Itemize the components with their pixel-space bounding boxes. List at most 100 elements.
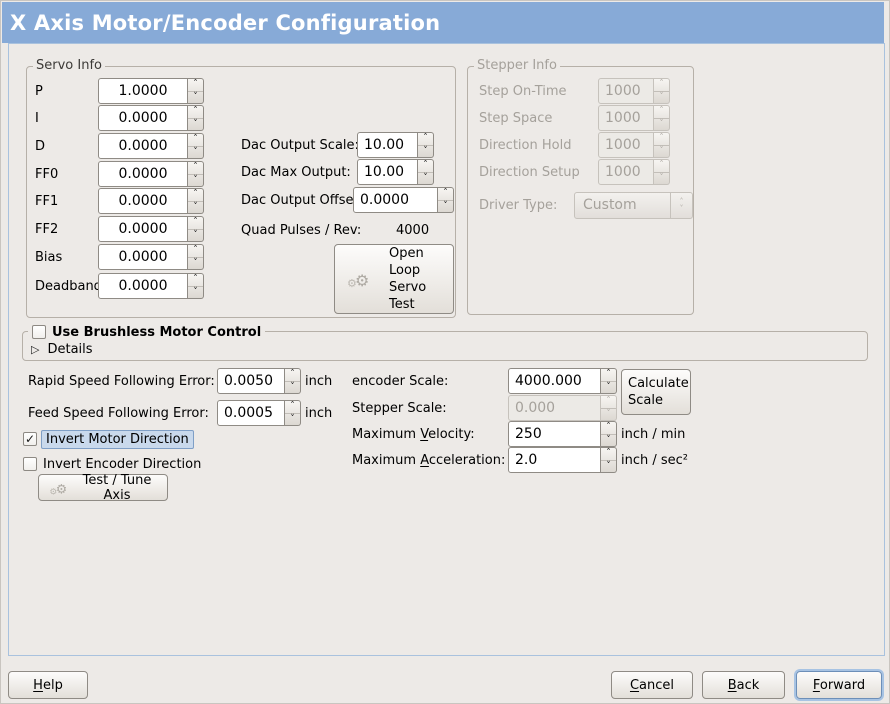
spin-down-icon[interactable]: ˅ [418, 171, 433, 185]
details-expander[interactable]: ▷ Details [31, 336, 93, 362]
spin-up-icon[interactable]: ˄ [423, 133, 428, 144]
forward-button[interactable]: Forward [796, 671, 882, 699]
spin-up-icon[interactable]: ˄ [193, 245, 198, 256]
spin-up-icon[interactable]: ˄ [606, 448, 611, 459]
spin-down-icon[interactable]: ˅ [418, 144, 433, 158]
invert-encoder-label: Invert Encoder Direction [43, 456, 202, 472]
bias-label: Bias [35, 249, 63, 265]
step-on-time-label: Step On-Time [479, 83, 567, 99]
p-spinner[interactable]: ˄˅ [188, 78, 204, 104]
dac-max-output-spinner[interactable]: ˄˅ [418, 159, 434, 185]
spin-down-icon[interactable]: ˅ [188, 90, 203, 104]
gears-icon: ⚙⚙ [49, 481, 68, 497]
i-spinner[interactable]: ˄˅ [188, 105, 204, 131]
step-space-input [598, 105, 654, 131]
feed-ferror-spinner[interactable]: ˄˅ [285, 400, 301, 426]
spin-down-icon[interactable]: ˅ [438, 199, 453, 213]
ff2-input[interactable] [98, 216, 188, 242]
spin-down-icon[interactable]: ˅ [188, 256, 203, 270]
max-velocity-label: Maximum Velocity: [352, 426, 475, 442]
max-velocity-spinner[interactable]: ˄˅ [601, 421, 617, 447]
spin-down-icon[interactable]: ˅ [601, 459, 616, 473]
use-brushless-checkbox[interactable] [32, 325, 46, 339]
spin-up-icon[interactable]: ˄ [290, 369, 295, 380]
max-velocity-row: Maximum Velocity: ˄˅ inch / min [352, 421, 685, 447]
ff0-input[interactable] [98, 161, 188, 187]
ff2-spinner[interactable]: ˄˅ [188, 216, 204, 242]
spin-up-icon[interactable]: ˄ [606, 422, 611, 433]
help-button[interactable]: Help [8, 671, 88, 699]
spin-up-icon[interactable]: ˄ [193, 134, 198, 145]
spin-up-icon[interactable]: ˄ [193, 274, 198, 285]
invert-motor-label: Invert Motor Direction [41, 429, 194, 449]
deadband-input[interactable] [98, 273, 188, 299]
dac-max-output-label: Dac Max Output: [241, 164, 351, 180]
dac-output-offset-spinner[interactable]: ˄˅ [438, 187, 454, 213]
dac-output-scale-spinner[interactable]: ˄˅ [418, 132, 434, 158]
ff1-input[interactable] [98, 188, 188, 214]
open-loop-servo-test-button[interactable]: ⚙⚙ Open Loop Servo Test [334, 244, 454, 314]
spin-up-icon[interactable]: ˄ [290, 401, 295, 412]
help-label: Help [33, 677, 63, 693]
spin-down-icon[interactable]: ˅ [188, 173, 203, 187]
dac-max-output-input[interactable] [357, 159, 418, 185]
servo-row-i: I ˄˅ [35, 105, 204, 131]
feed-ferror-input[interactable] [217, 400, 285, 426]
spin-up-icon[interactable]: ˄ [193, 106, 198, 117]
d-spinner[interactable]: ˄˅ [188, 133, 204, 159]
spin-down-icon[interactable]: ˅ [188, 200, 203, 214]
servo-row-ff0: FF0 ˄˅ [35, 161, 204, 187]
bias-spinner[interactable]: ˄˅ [188, 244, 204, 270]
spin-up-icon[interactable]: ˄ [193, 79, 198, 90]
invert-encoder-checkbox[interactable] [23, 457, 37, 471]
ff0-spinner[interactable]: ˄˅ [188, 161, 204, 187]
spin-down-icon[interactable]: ˅ [601, 380, 616, 394]
rapid-ferror-spinner[interactable]: ˄˅ [285, 368, 301, 394]
ff1-spinner[interactable]: ˄˅ [188, 188, 204, 214]
spin-up-icon[interactable]: ˄ [193, 189, 198, 200]
servo-row-d: D ˄˅ [35, 133, 204, 159]
dac-output-offset-input[interactable] [353, 187, 438, 213]
encoder-scale-spinner[interactable]: ˄˅ [601, 368, 617, 394]
spin-down-icon[interactable]: ˅ [188, 285, 203, 299]
spin-down-icon[interactable]: ˅ [601, 433, 616, 447]
p-input[interactable] [98, 78, 188, 104]
spin-up-icon[interactable]: ˄ [423, 160, 428, 171]
i-input[interactable] [98, 105, 188, 131]
d-input[interactable] [98, 133, 188, 159]
spin-up-icon[interactable]: ˄ [606, 369, 611, 380]
spin-up-icon[interactable]: ˄ [443, 188, 448, 199]
max-acceleration-row: Maximum Acceleration: ˄˅ inch / sec² [352, 447, 688, 473]
max-acceleration-input[interactable] [508, 447, 601, 473]
spin-down-icon[interactable]: ˅ [285, 380, 300, 394]
checkmark-icon: ✓ [24, 432, 36, 446]
stepper-scale-input [508, 395, 601, 421]
encoder-scale-input[interactable] [508, 368, 601, 394]
deadband-spinner[interactable]: ˄˅ [188, 273, 204, 299]
direction-setup-spinner: ˄˅ [654, 159, 670, 185]
spin-up-icon[interactable]: ˄ [193, 162, 198, 173]
invert-motor-checkbox[interactable]: ✓ [23, 432, 37, 446]
direction-setup-input [598, 159, 654, 185]
spin-down-icon[interactable]: ˅ [188, 145, 203, 159]
spin-down-icon[interactable]: ˅ [188, 228, 203, 242]
cancel-button[interactable]: Cancel [611, 671, 693, 699]
combo-arrows-icon: ˄˅ [670, 192, 692, 218]
dac-output-scale-input[interactable] [357, 132, 418, 158]
calculate-scale-button[interactable]: Calculate Scale [621, 369, 691, 415]
ff0-label: FF0 [35, 166, 59, 182]
open-loop-servo-test-label: Open Loop Servo Test [389, 246, 427, 312]
cancel-label: Cancel [629, 677, 675, 693]
spin-up-icon: ˄ [659, 106, 664, 117]
back-button[interactable]: Back [702, 671, 785, 699]
spin-down-icon[interactable]: ˅ [188, 117, 203, 131]
max-velocity-input[interactable] [508, 421, 601, 447]
test-tune-axis-button[interactable]: ⚙⚙ Test / Tune Axis [38, 473, 168, 503]
spin-down-icon[interactable]: ˅ [285, 412, 300, 426]
dac-max-output-row: Dac Max Output: ˄˅ [241, 159, 434, 185]
spin-up-icon[interactable]: ˄ [193, 217, 198, 228]
driver-type-label: Driver Type: [479, 197, 558, 213]
max-acceleration-spinner[interactable]: ˄˅ [601, 447, 617, 473]
rapid-ferror-input[interactable] [217, 368, 285, 394]
bias-input[interactable] [98, 244, 188, 270]
